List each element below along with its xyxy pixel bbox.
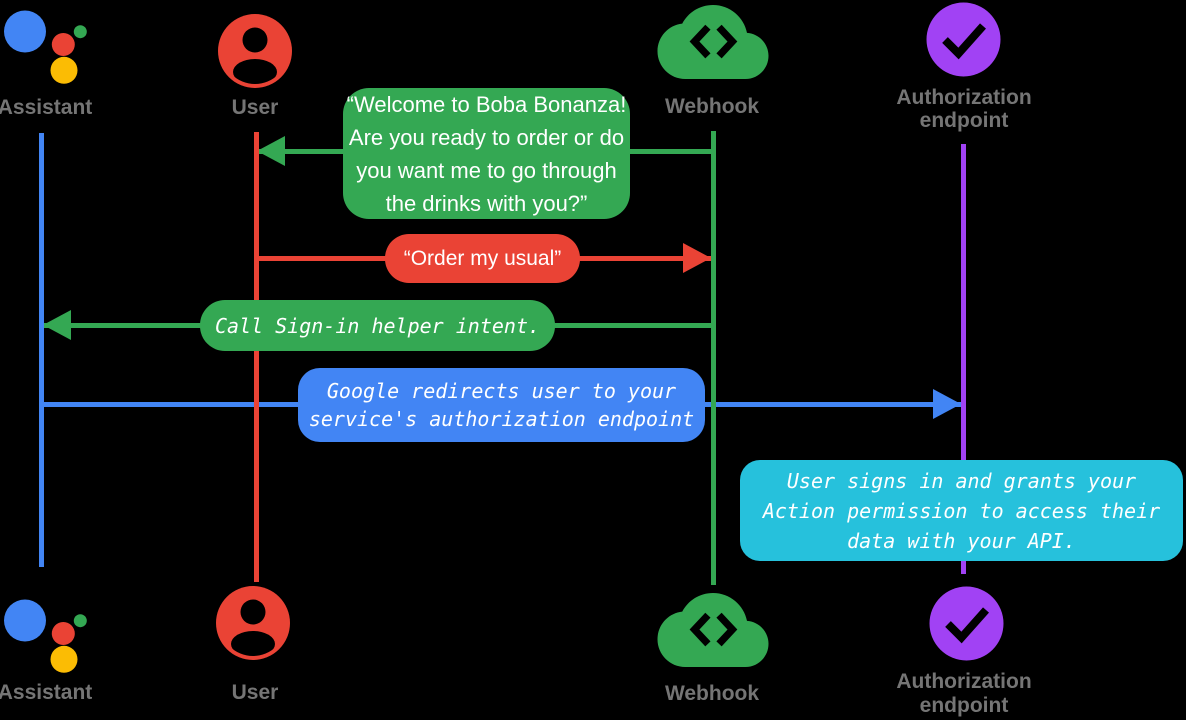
order-message-bubble: “Order my usual” [385, 234, 580, 283]
webhook-cloud-code-icon-bottom [657, 593, 769, 667]
authorization-endpoint-label-bottom: Authorization endpoint [896, 670, 1032, 717]
authorization-endpoint-check-icon-bottom [929, 586, 1004, 661]
webhook-label: Webhook [664, 95, 760, 118]
google-assistant-icon-bottom [4, 599, 87, 673]
assistant-label-bottom: Assistant [0, 681, 93, 704]
webhook-lifeline [711, 131, 716, 585]
user-label-bottom: User [231, 681, 279, 704]
authorization-endpoint-label: Authorization endpoint [896, 86, 1032, 132]
order-arrowhead-icon [683, 243, 711, 273]
user-icon [218, 14, 292, 88]
assistant-lifeline [39, 133, 44, 567]
webhook-label-bottom: Webhook [664, 682, 760, 705]
user-icon-bottom [216, 586, 290, 660]
grant-permission-note-bubble: User signs in and grants your Action per… [740, 460, 1183, 561]
webhook-cloud-code-icon [657, 5, 769, 79]
google-assistant-icon [4, 10, 87, 84]
welcome-arrowhead-icon [257, 136, 285, 166]
signin-arrowhead-icon [43, 310, 71, 340]
user-label: User [231, 96, 279, 119]
authorization-endpoint-check-icon [926, 2, 1001, 77]
user-lifeline [254, 132, 259, 582]
assistant-label: Assistant [0, 96, 93, 119]
welcome-message-bubble: “Welcome to Boba Bonanza! Are you ready … [343, 88, 630, 219]
authorization-endpoint-lifeline [961, 144, 966, 574]
signin-helper-bubble: Call Sign-in helper intent. [200, 300, 555, 351]
redirect-note-bubble: Google redirects user to your service's … [298, 368, 705, 442]
redirect-arrowhead-icon [933, 389, 961, 419]
